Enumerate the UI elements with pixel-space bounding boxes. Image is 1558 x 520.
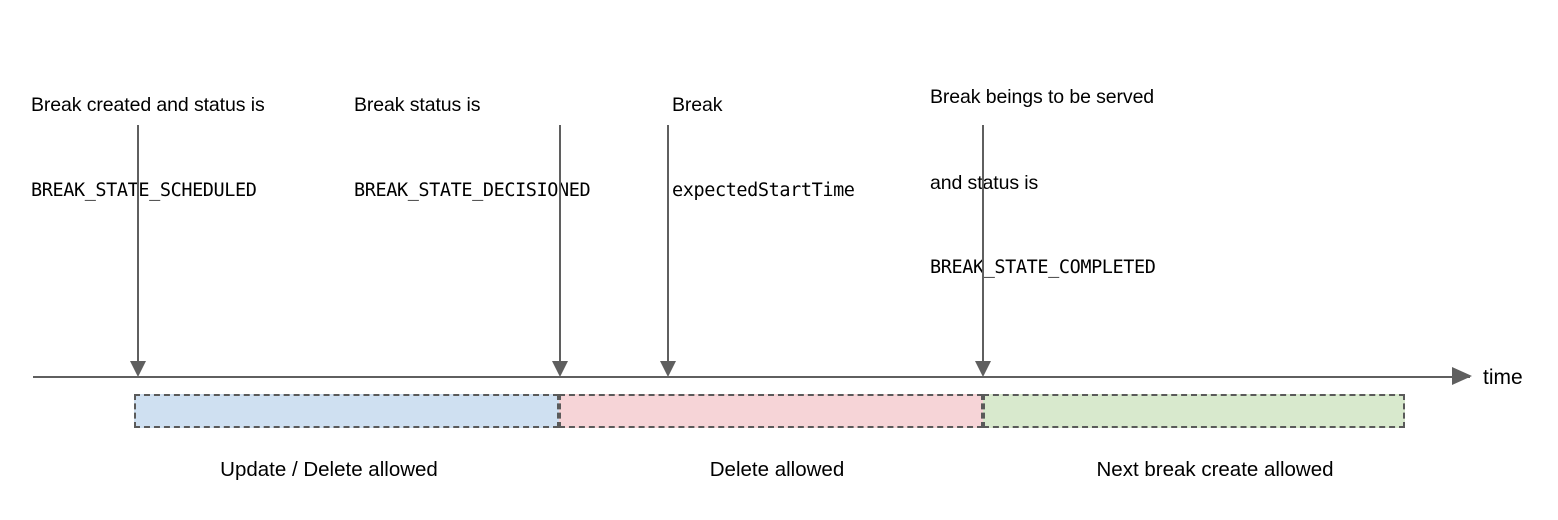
annotation-break-created-scheduled: Break created and status is BREAK_STATE_… (31, 34, 265, 262)
pointer-arrow-expected-start-time-icon (657, 125, 679, 377)
arrow-shaft (982, 125, 984, 361)
annotation-state-constant: BREAK_STATE_COMPLETED (930, 257, 1156, 278)
phase-caption-next-break-create-allowed: Next break create allowed (1096, 458, 1334, 481)
time-axis-line (33, 376, 1470, 378)
arrow-shaft (137, 125, 139, 361)
time-axis-arrow-right-icon (1452, 367, 1472, 385)
pointer-arrow-completed-icon (972, 125, 994, 377)
phase-caption-update-delete-allowed: Update / Delete allowed (220, 458, 438, 481)
phase-bar-next-break-create-allowed (983, 394, 1405, 428)
annotation-line-2: and status is (930, 171, 1039, 194)
annotation-field-name: expectedStartTime (672, 179, 855, 201)
phase-bar-update-delete-allowed (134, 394, 559, 428)
annotation-break-completed: Break beings to be served and status is … (930, 26, 1156, 340)
annotation-state-constant: BREAK_STATE_SCHEDULED (31, 179, 257, 201)
pointer-arrow-scheduled-icon (127, 125, 149, 377)
arrow-head-down-icon (552, 361, 568, 377)
phase-bar-delete-allowed (559, 394, 983, 428)
annotation-line-1: Break beings to be served (930, 86, 1155, 108)
pointer-arrow-decisioned-icon (549, 125, 571, 377)
annotation-break-decisioned: Break status is BREAK_STATE_DECISIONED (354, 34, 591, 262)
annotation-line-1: Break created and status is (31, 94, 265, 116)
time-axis-label: time (1483, 366, 1523, 389)
arrow-head-down-icon (975, 361, 991, 377)
annotation-break-expected-start-time: Break expectedStartTime (672, 34, 855, 262)
annotation-line-1: Break status is (354, 94, 481, 116)
arrow-shaft (559, 125, 561, 361)
arrow-head-down-icon (130, 361, 146, 377)
arrow-shaft (667, 125, 669, 361)
arrow-head-down-icon (660, 361, 676, 377)
annotation-line-1: Break (672, 94, 723, 116)
annotation-state-constant: BREAK_STATE_DECISIONED (354, 179, 591, 201)
phase-caption-delete-allowed: Delete allowed (709, 458, 845, 481)
